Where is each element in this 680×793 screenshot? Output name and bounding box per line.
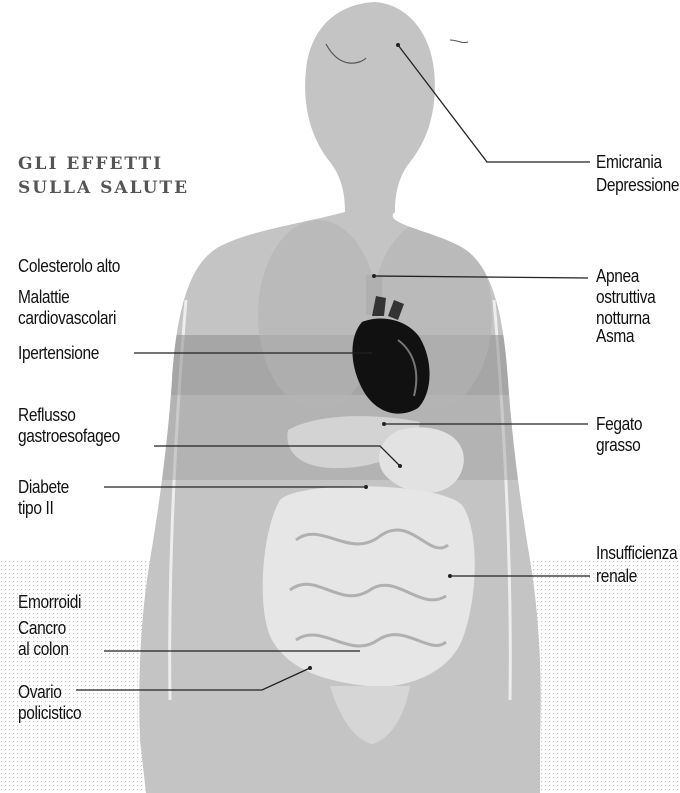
label-colesterolo: Colesterolo alto — [18, 256, 120, 277]
label-depressione: Depressione — [596, 175, 679, 196]
label-insufficienza: Insufficienza — [596, 543, 677, 564]
label-emorroidi: Emorroidi — [18, 592, 81, 613]
label-apnea: Apnea ostruttiva notturna — [596, 266, 655, 329]
label-reflusso: Reflusso gastroesofageo — [18, 405, 120, 447]
label-ipertensione: Ipertensione — [18, 343, 99, 364]
diagram-title: GLI EFFETTI SULLA SALUTE — [18, 152, 189, 200]
label-fegato: Fegato grasso — [596, 414, 642, 456]
label-asma: Asma — [596, 326, 634, 347]
head-stroke-2 — [450, 40, 468, 43]
label-emicrania: Emicrania — [596, 152, 662, 173]
label-diabete: Diabete tipo II — [18, 477, 69, 519]
label-cancro-colon: Cancro al colon — [18, 618, 69, 660]
label-ovario: Ovario policistico — [18, 682, 81, 724]
label-renale: renale — [596, 566, 637, 587]
label-malattie-cardiovascolari: Malattie cardiovascolari — [18, 287, 116, 329]
